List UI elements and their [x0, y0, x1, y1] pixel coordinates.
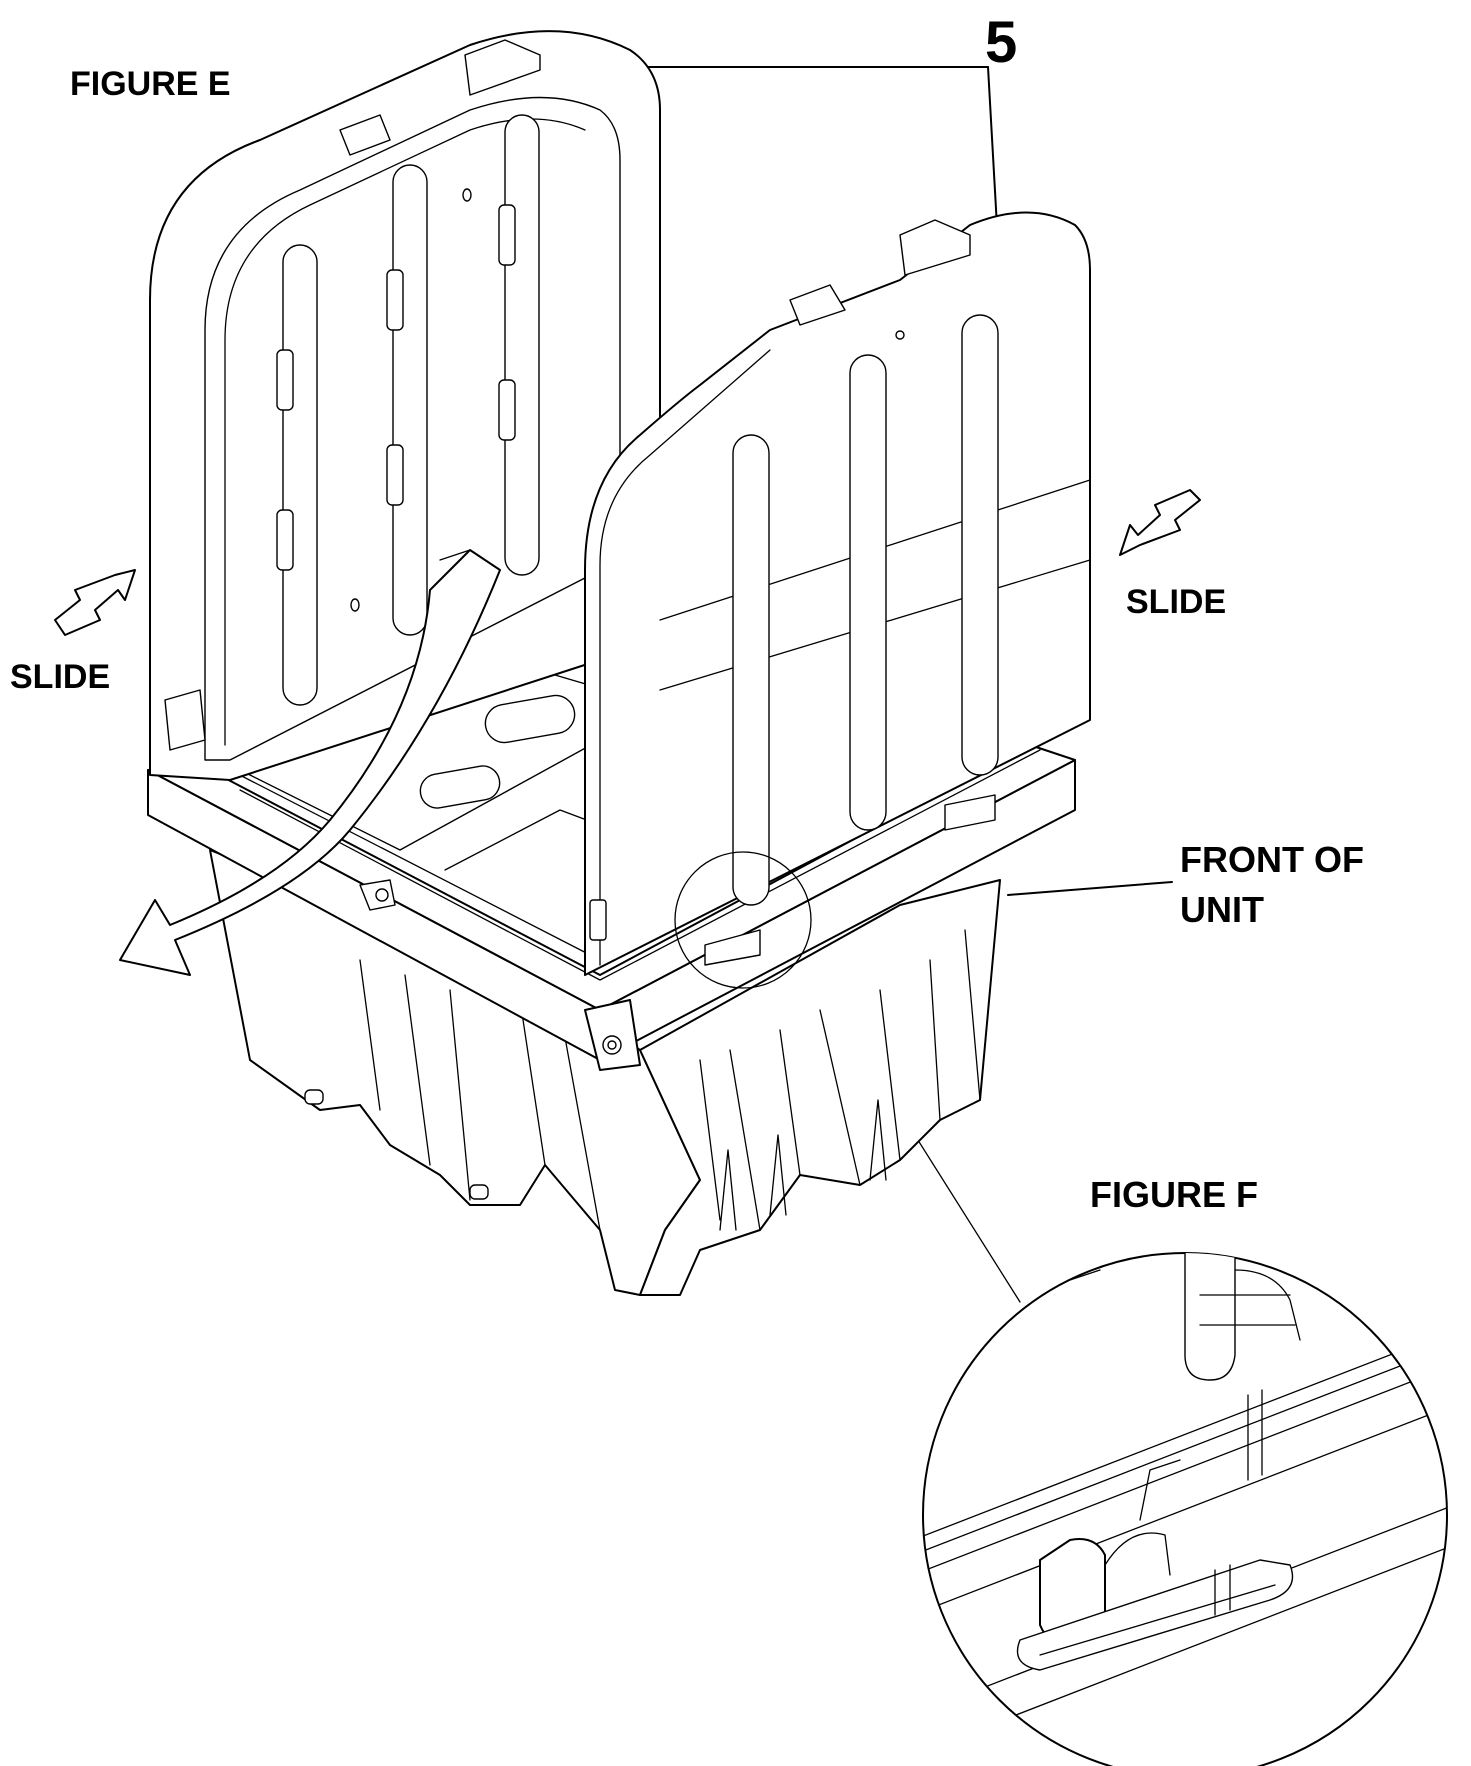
tray-floor	[239, 649, 641, 871]
part-number-label: 5	[985, 10, 1017, 75]
front-of-unit-leader	[1007, 881, 1173, 896]
slide-arrow-icon-right	[1119, 489, 1201, 556]
slide-left-label: SLIDE	[10, 658, 110, 696]
base-tub	[209, 849, 1001, 1296]
slide-arrow-icon-left	[54, 569, 136, 636]
detail-callout-circle	[674, 851, 812, 989]
front-of-unit-label-line1: FRONT OF	[1180, 839, 1364, 880]
part-5-leader	[629, 66, 1001, 281]
figure-f-label: FIGURE F	[1090, 1174, 1258, 1215]
curved-arrow-icon	[119, 549, 501, 976]
front-divider-panel	[584, 211, 1091, 976]
slide-right-label: SLIDE	[1126, 583, 1226, 621]
rear-divider-panel	[149, 30, 661, 781]
figure-e-label: FIGURE E	[70, 65, 231, 103]
figure-f-detail	[922, 1252, 1448, 1766]
front-of-unit-label-line2: UNIT	[1180, 889, 1264, 930]
